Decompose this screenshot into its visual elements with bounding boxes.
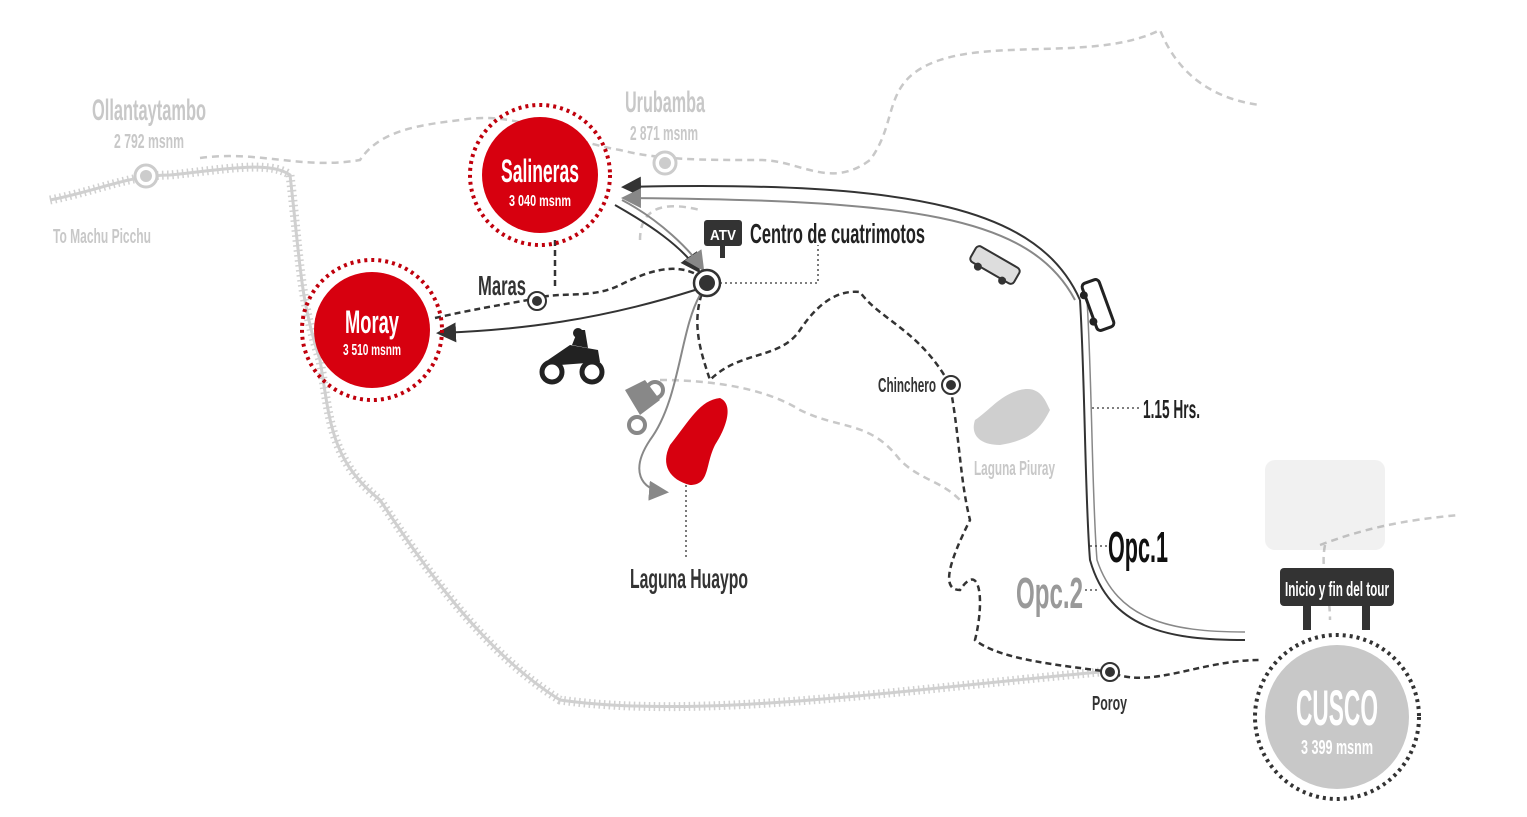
van-icon (969, 245, 1021, 285)
moray-label: Moray (345, 304, 399, 340)
machu-picchu-label: To Machu Picchu (53, 226, 151, 248)
duration-label: 1.15 Hrs. (1143, 394, 1200, 424)
salineras-marker[interactable]: Salineras 3 040 msnm (468, 103, 612, 247)
moray-altitude: 3 510 msnm (343, 342, 401, 359)
ollantaytambo-altitude: 2 792 msnm (114, 131, 184, 153)
bus-icon (1265, 460, 1385, 550)
urubamba-marker (652, 150, 678, 176)
chinchero-marker[interactable] (941, 375, 961, 395)
laguna-piuray-shape (973, 389, 1050, 445)
moray-marker[interactable]: Moray 3 510 msnm (300, 258, 444, 402)
atv-center-label: Centro de cuatrimotos (750, 218, 925, 249)
van-icon (1079, 278, 1116, 332)
maras-label: Maras (478, 270, 526, 301)
ollantaytambo-label: Ollantaytambo (92, 94, 206, 127)
route-arrows (436, 176, 1246, 641)
urubamba-label: Urubamba (625, 86, 705, 119)
salineras-altitude: 3 040 msnm (509, 193, 571, 210)
poroy-label: Poroy (1092, 693, 1128, 715)
atv-badge: ATV (704, 220, 742, 258)
maras-marker[interactable] (527, 291, 547, 311)
cusco-label: CUSCO (1296, 680, 1378, 736)
laguna-huaypo-label: Laguna Huaypo (630, 563, 748, 594)
urubamba-altitude: 2 871 msnm (630, 123, 698, 145)
atv-center-marker[interactable] (692, 268, 722, 298)
sign-label: Inicio y fin del tour (1285, 579, 1389, 601)
tour-roads (434, 240, 1261, 680)
ollantaytambo-marker (133, 163, 159, 189)
poroy-marker[interactable] (1100, 662, 1120, 682)
salineras-label: Salineras (501, 153, 579, 189)
railway (49, 162, 1101, 712)
atv-rider-icon (625, 380, 665, 435)
atv-rider-icon (539, 328, 605, 385)
background-roads (199, 28, 1461, 621)
cusco-altitude: 3 399 msnm (1301, 737, 1373, 759)
atv-leader (720, 245, 819, 284)
chinchero-label: Chinchero (878, 375, 936, 397)
option1-label: Opc.1 (1108, 523, 1168, 572)
option2-label: Opc.2 (1016, 569, 1083, 618)
start-end-sign: Inicio y fin del tour (1280, 568, 1394, 630)
cusco-marker[interactable]: CUSCO 3 399 msnm (1253, 633, 1421, 801)
laguna-huaypo-shape (666, 398, 728, 485)
laguna-piuray-label: Laguna Piuray (974, 458, 1056, 480)
atv-badge-label: ATV (710, 227, 736, 244)
